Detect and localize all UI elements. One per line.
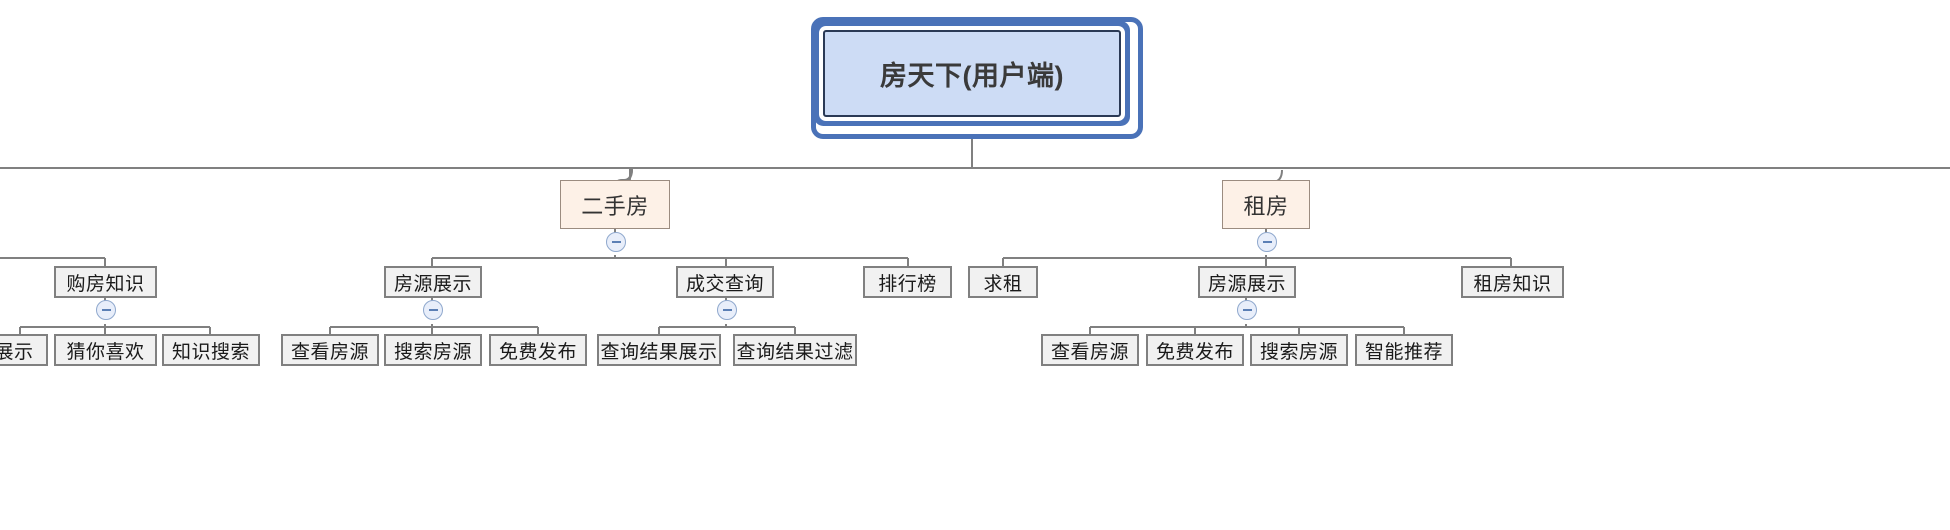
leaf-node-cainixihuan[interactable]: 猜你喜欢: [54, 334, 157, 366]
collapse-icon-ershoufang-fangyuanzhanshi[interactable]: [423, 300, 443, 320]
collapse-icon-zufang-fangyuanzhanshi[interactable]: [1237, 300, 1257, 320]
leaf-node-zufang-chakanfangyuan[interactable]: 查看房源: [1041, 334, 1139, 366]
node-chengjiaochaxun[interactable]: 成交查询: [676, 266, 774, 298]
collapse-icon-zufang[interactable]: [1257, 232, 1277, 252]
collapse-icon-ershoufang[interactable]: [606, 232, 626, 252]
leaf-node-zhishisousuo[interactable]: 知识搜索: [162, 334, 260, 366]
leaf-node-chaxunjieguoguolv[interactable]: 查询结果过滤: [733, 334, 857, 366]
leaf-node-zufang-zhinengtuijian[interactable]: 智能推荐: [1355, 334, 1453, 366]
node-paihangbang[interactable]: 排行榜: [863, 266, 952, 298]
leaf-node-ershoufang-mianfeifabu[interactable]: 免费发布: [489, 334, 587, 366]
node-ershoufang[interactable]: 二手房: [560, 180, 670, 229]
leaf-node-zufang-sousuofangyuan[interactable]: 搜索房源: [1250, 334, 1348, 366]
node-ershoufang-fangyuanzhanshi[interactable]: 房源展示: [384, 266, 482, 298]
leaf-node-ershoufang-chakanfangyuan[interactable]: 查看房源: [281, 334, 379, 366]
collapse-icon-goufangzhishi[interactable]: [96, 300, 116, 320]
leaf-node-ershoufang-sousuofangyuan[interactable]: 搜索房源: [384, 334, 482, 366]
leaf-node-zufang-mianfeifabu[interactable]: 免费发布: [1146, 334, 1244, 366]
root-node-fangtianxia[interactable]: 房天下(用户端): [823, 30, 1121, 117]
leaf-node-chaxunjieguozhanshi[interactable]: 查询结果展示: [597, 334, 721, 366]
collapse-icon-chengjiaochaxun[interactable]: [717, 300, 737, 320]
node-zufang[interactable]: 租房: [1222, 180, 1310, 229]
node-goufangzhishi[interactable]: 购房知识: [54, 266, 157, 298]
node-zufangzhishi[interactable]: 租房知识: [1461, 266, 1564, 298]
node-zufang-fangyuanzhanshi[interactable]: 房源展示: [1198, 266, 1296, 298]
node-qiuzu[interactable]: 求租: [968, 266, 1038, 298]
leaf-node-zhanshi-clipped[interactable]: 展示: [0, 334, 48, 366]
